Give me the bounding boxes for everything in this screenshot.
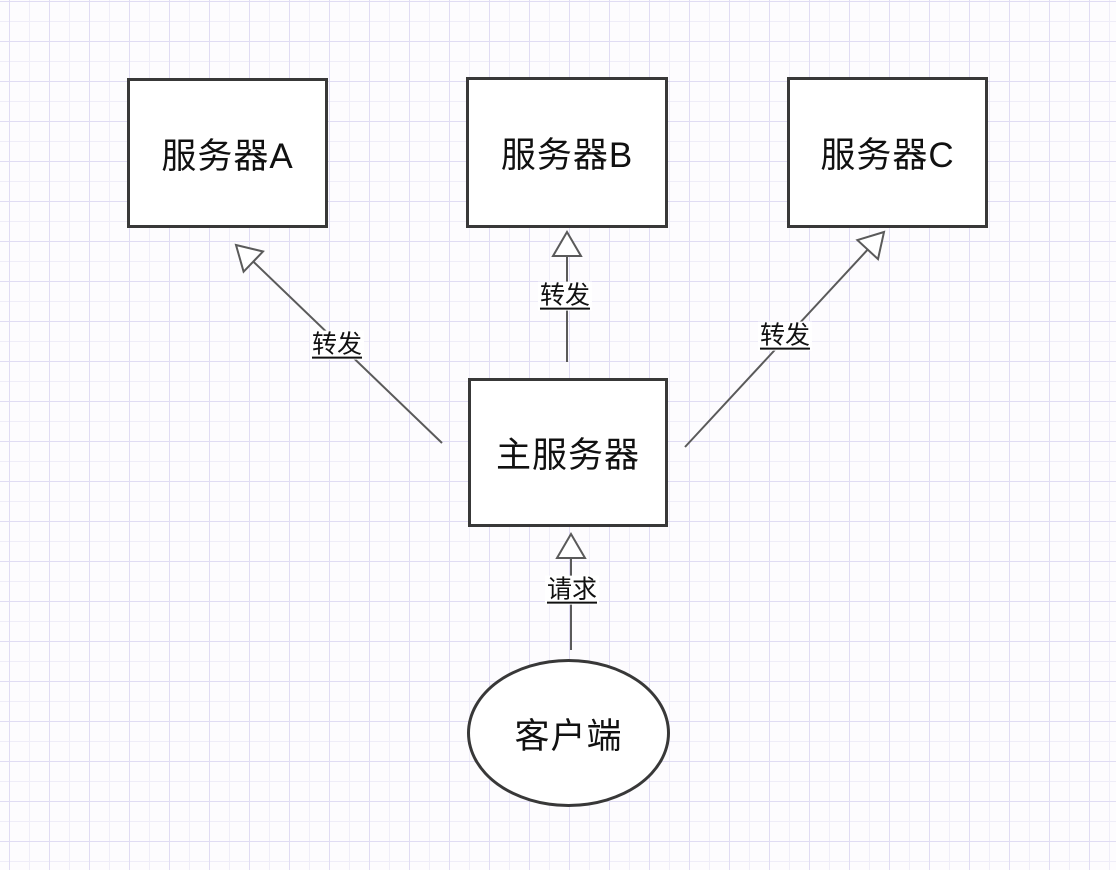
arrowhead-icon-forward-c xyxy=(855,230,886,262)
edge-label-request: 请求 xyxy=(544,575,600,605)
node-server-b: 服务器B xyxy=(466,77,668,228)
edge-label-forward-b: 转发 xyxy=(537,281,593,311)
arrowhead-icon-request xyxy=(555,532,587,559)
node-label-server-a: 服务器A xyxy=(161,136,294,176)
node-label-server-c: 服务器C xyxy=(820,136,955,175)
node-server-c: 服务器C xyxy=(787,77,988,228)
node-client: 客户端 xyxy=(467,659,670,807)
edge-label-forward-c: 转发 xyxy=(757,321,813,351)
node-label-main-server: 主服务器 xyxy=(495,436,640,475)
arrowhead-icon-forward-a xyxy=(234,243,265,274)
edge-label-forward-a: 转发 xyxy=(309,330,365,360)
node-main-server: 主服务器 xyxy=(468,378,668,527)
node-server-a: 服务器A xyxy=(127,78,328,228)
arrowhead-icon-forward-b xyxy=(551,230,583,257)
node-label-server-b: 服务器B xyxy=(500,136,634,175)
node-label-client: 客户端 xyxy=(514,716,623,756)
